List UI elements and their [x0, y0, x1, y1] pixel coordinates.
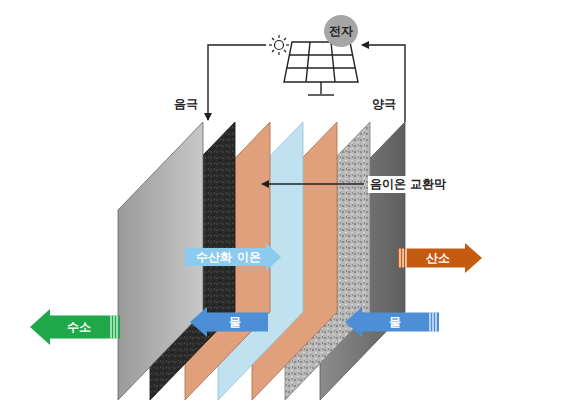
part-label: 음이온 교환막	[368, 176, 448, 193]
cathode-wire	[208, 45, 266, 120]
sun-symbol	[269, 35, 289, 55]
part-label: 양극	[370, 96, 398, 113]
part-label: 음극	[172, 96, 200, 113]
node-text: 물	[389, 314, 401, 331]
cell-plates	[118, 122, 405, 400]
node-text: 산소	[426, 250, 450, 267]
node-text: 물	[229, 314, 241, 331]
membrane-leader	[262, 183, 364, 184]
flow-arrow: 산소	[398, 243, 482, 273]
label-circle: 전자	[323, 14, 359, 48]
node-text: 수소	[67, 319, 91, 336]
flow-arrow: 물	[190, 307, 268, 337]
node-text: 전자	[329, 23, 353, 40]
solar-panel	[284, 42, 358, 95]
flow-arrow: 수산화 이온	[185, 243, 281, 271]
anode-wire	[362, 45, 405, 122]
flow-arrow: 물	[345, 307, 439, 337]
node-text: 수산화 이온	[196, 249, 260, 266]
flow-arrow: 수소	[30, 309, 120, 345]
